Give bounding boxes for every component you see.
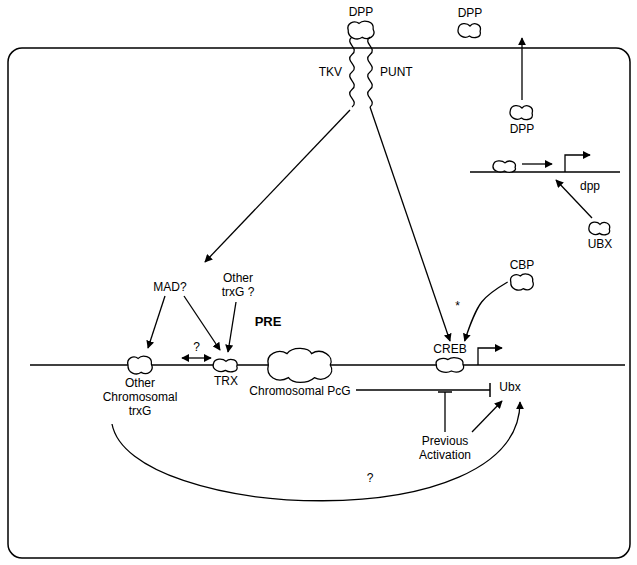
shape-outline bbox=[344, 37, 360, 107]
protein-name: Other Chromosomal trxG bbox=[98, 376, 182, 418]
protein-name: CBP bbox=[508, 258, 537, 272]
annotation-label: Ubx bbox=[498, 380, 521, 394]
signal-arrow bbox=[148, 296, 165, 348]
inhibition-line bbox=[444, 392, 445, 432]
shape-outline bbox=[345, 19, 377, 41]
shape-outline bbox=[362, 37, 378, 107]
edge-label: ? bbox=[192, 340, 201, 354]
annotation-label: PRE bbox=[254, 315, 283, 329]
protein-name: PUNT bbox=[378, 65, 415, 79]
shape-outline bbox=[508, 102, 536, 122]
protein-blob bbox=[348, 21, 374, 39]
bound-ubx-blob bbox=[493, 161, 515, 172]
shape-outline bbox=[508, 102, 536, 122]
protein-blob bbox=[510, 106, 532, 120]
shape-outline bbox=[456, 20, 484, 40]
protein-blob: DPP bbox=[345, 5, 377, 41]
shape-outline bbox=[508, 272, 536, 292]
protein-name: Chromosomal PcG bbox=[247, 384, 352, 398]
secretion-arrow bbox=[521, 38, 522, 100]
inhibition-bar bbox=[438, 391, 452, 393]
shape-outline bbox=[211, 356, 241, 374]
shape-outline bbox=[587, 219, 613, 237]
shape-outline bbox=[456, 20, 484, 40]
protein-name: DPP bbox=[508, 122, 537, 136]
protein-name: DPP bbox=[456, 6, 485, 20]
signal-arrow bbox=[184, 296, 220, 350]
protein-name: TRX bbox=[212, 374, 240, 388]
protein-name: UBX bbox=[586, 237, 615, 251]
protein-blob bbox=[436, 358, 464, 372]
protein-blob: DPP bbox=[508, 102, 537, 136]
protein-blob: CREB bbox=[431, 342, 468, 374]
activation-arrow bbox=[522, 163, 552, 164]
protein-blob: CBP bbox=[508, 258, 537, 292]
protein-blob bbox=[511, 274, 534, 290]
transcription-start bbox=[565, 155, 590, 172]
annotation-label: Previous Activation bbox=[408, 434, 482, 462]
annotation-label: dpp bbox=[579, 179, 601, 193]
receptor-chain bbox=[368, 37, 373, 107]
shape-outline bbox=[433, 356, 467, 374]
connector-arrow bbox=[182, 357, 211, 358]
transcription-start bbox=[478, 348, 502, 365]
annotation-label: ? bbox=[366, 471, 375, 485]
activation-arrow bbox=[472, 401, 502, 432]
inhibition-bar bbox=[489, 383, 491, 397]
shape-outline bbox=[264, 346, 336, 384]
protein-blob bbox=[589, 222, 610, 235]
shape-outline bbox=[125, 354, 155, 376]
edge-label: * bbox=[454, 299, 461, 313]
protein-blob: DPP bbox=[456, 6, 485, 40]
shape-outline bbox=[344, 37, 360, 107]
receptor-chain bbox=[350, 37, 355, 107]
feedback-arrow bbox=[112, 402, 520, 501]
inhibition-line bbox=[356, 389, 490, 390]
shape-outline bbox=[211, 356, 241, 374]
shape-outline bbox=[345, 19, 377, 41]
protein-blob: UBX bbox=[586, 219, 615, 251]
protein-blob bbox=[268, 348, 332, 382]
protein-blob: Other Chromosomal trxG bbox=[98, 354, 182, 418]
protein-blob bbox=[128, 356, 152, 374]
connector-arrow bbox=[465, 282, 508, 341]
protein-blob: Chromosomal PcG bbox=[247, 346, 352, 398]
protein-blob bbox=[458, 24, 480, 38]
protein-name: TKV bbox=[317, 65, 344, 79]
signal-arrow bbox=[205, 110, 350, 262]
shape-outline bbox=[587, 219, 613, 237]
shape-outline bbox=[433, 356, 467, 374]
protein-name: DPP bbox=[347, 5, 376, 19]
annotation-label: MAD? bbox=[152, 280, 187, 294]
shape-outline bbox=[508, 272, 536, 292]
receptor-chain: TKV bbox=[317, 37, 360, 107]
protein-name: CREB bbox=[431, 342, 468, 356]
shape-outline bbox=[362, 37, 378, 107]
protein-blob: TRX bbox=[211, 356, 241, 388]
annotation-label: Other trxG ? bbox=[215, 271, 261, 299]
shape-outline bbox=[125, 354, 155, 376]
shape-outline bbox=[264, 346, 336, 384]
cell-membrane bbox=[8, 48, 630, 558]
connector-arrow bbox=[370, 107, 450, 341]
protein-blob bbox=[213, 359, 237, 372]
receptor-chain: PUNT bbox=[362, 37, 415, 107]
signal-arrow bbox=[228, 302, 236, 352]
dpp-dna bbox=[470, 171, 620, 172]
